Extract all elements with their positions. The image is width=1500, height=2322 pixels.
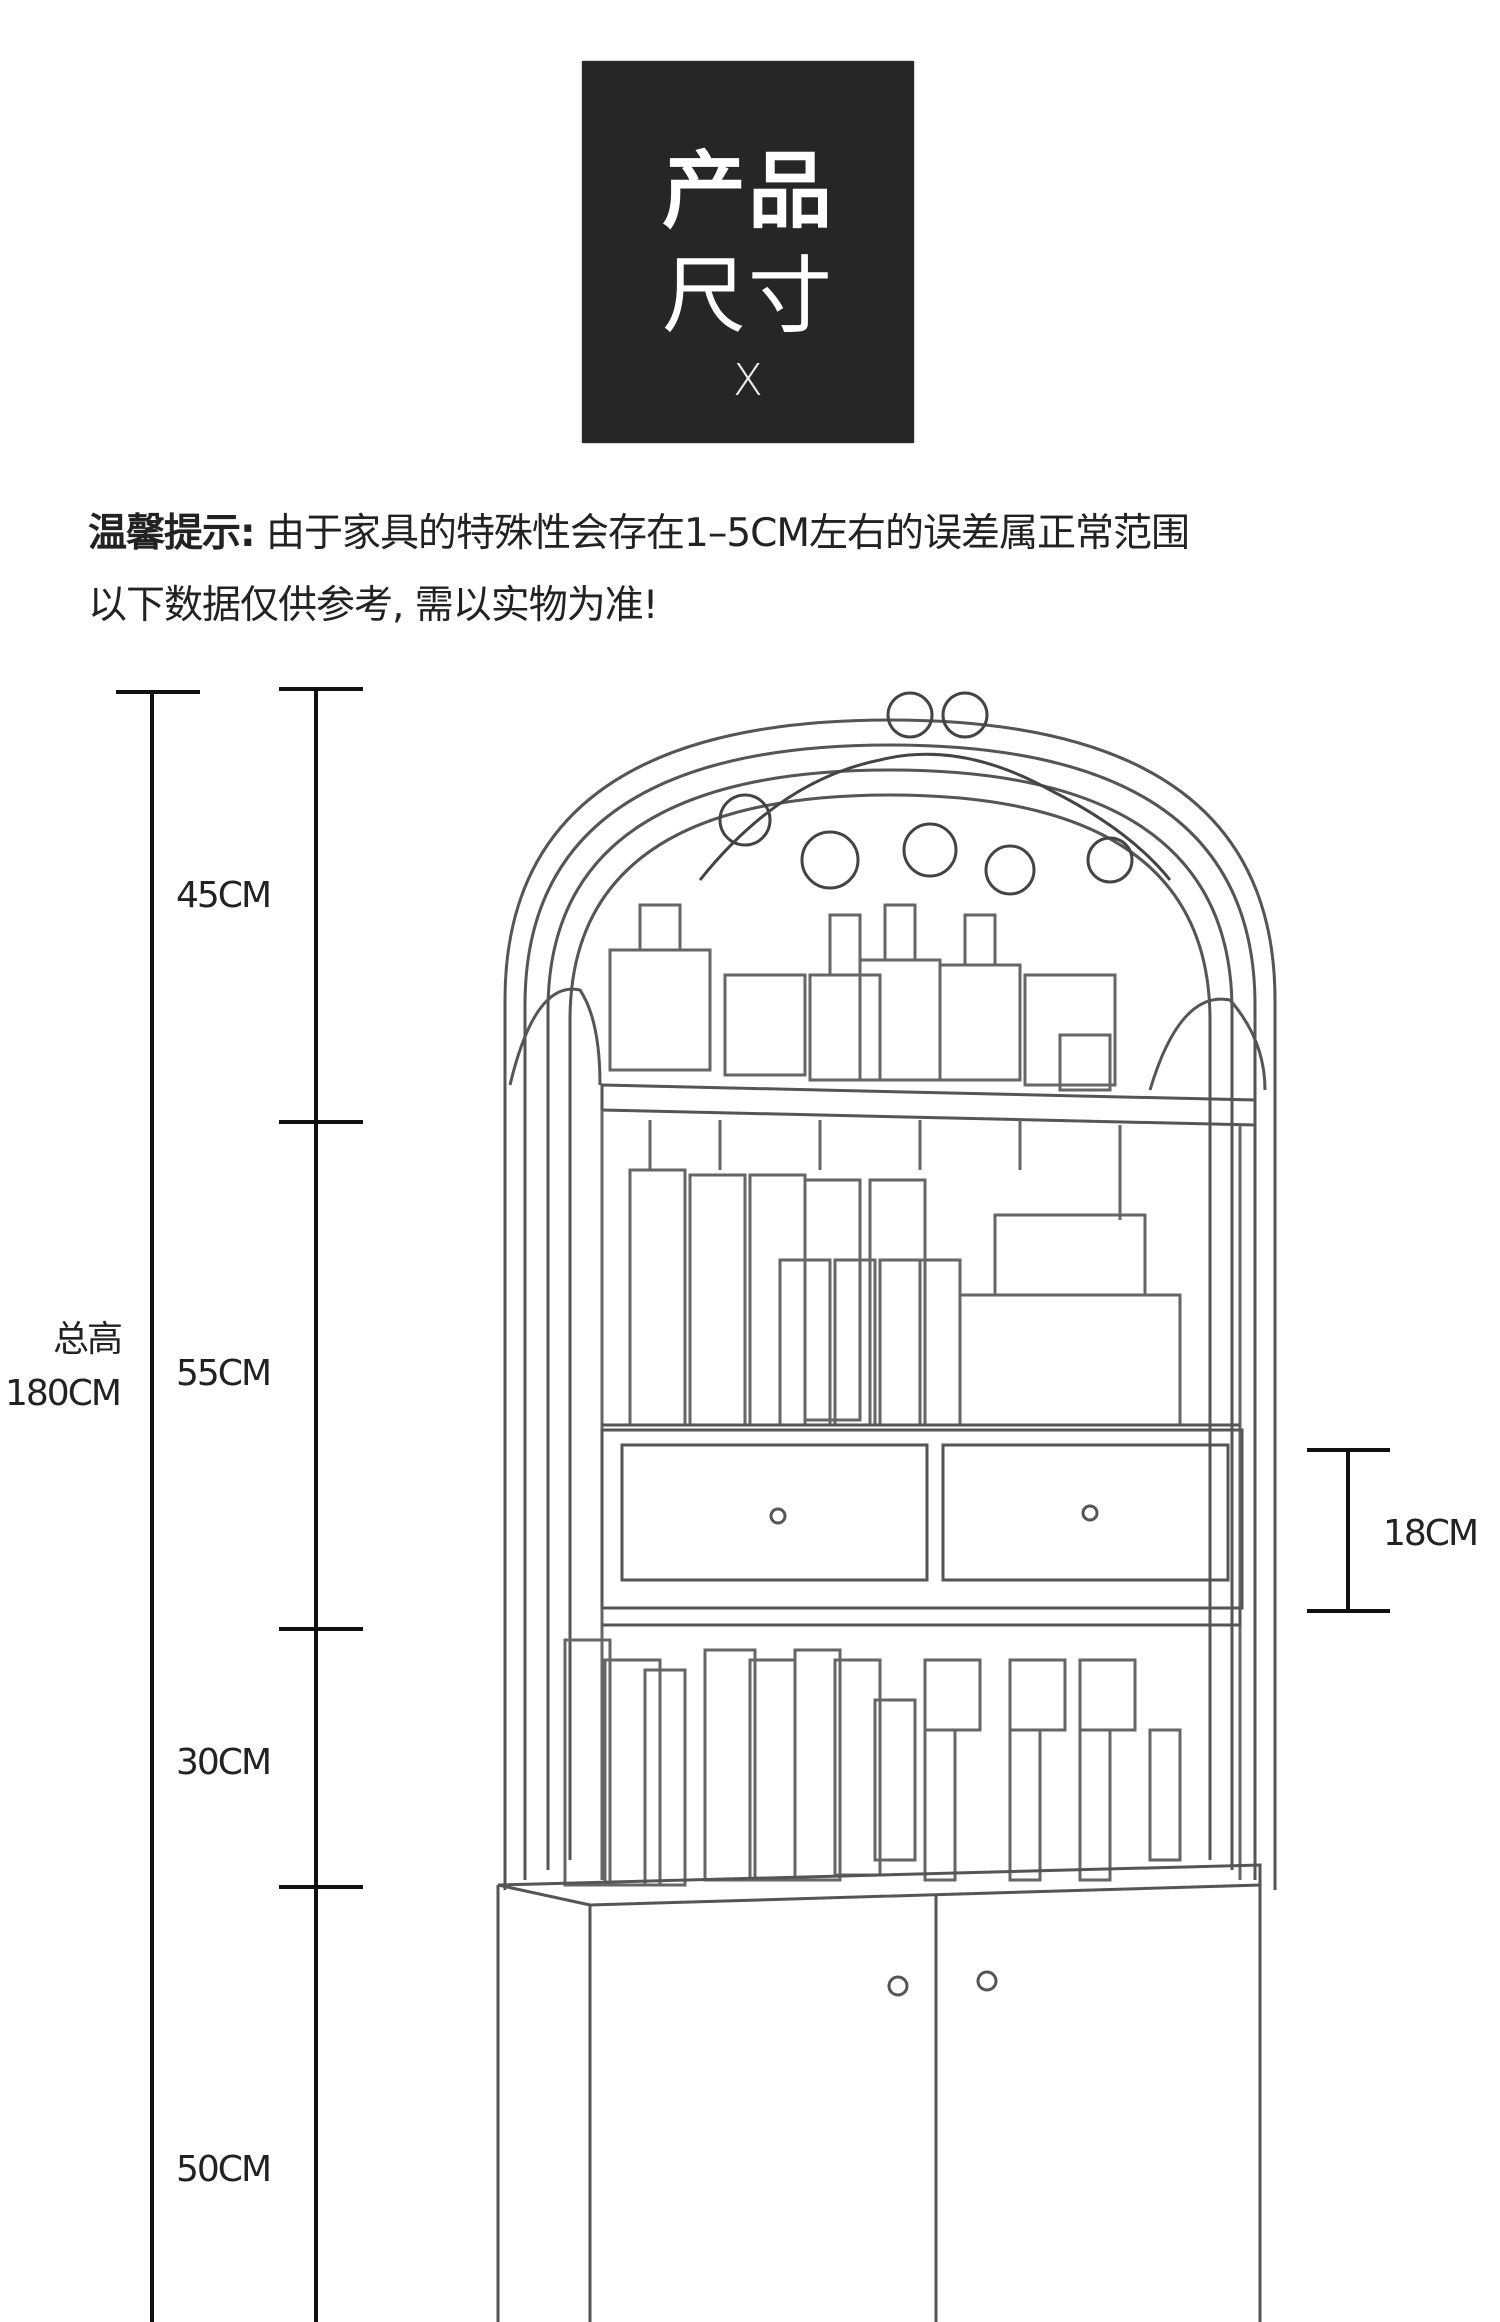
- segment-label-4: 50CM: [176, 2149, 272, 2190]
- drawer-left: [620, 1443, 929, 1582]
- top-products: [608, 903, 1117, 1092]
- drawer-right-knob: [1081, 1504, 1099, 1522]
- title-line-1: 产品: [661, 142, 834, 240]
- total-height-label: 总高: [53, 1319, 123, 1360]
- segment-label-2: 55CM: [176, 1353, 272, 1394]
- lower-shelf-top: [602, 1606, 1242, 1627]
- notice-line-1: 温馨提示: 由于家具的特殊性会存在1–5CM左右的误差属正常范围: [88, 510, 1190, 558]
- lower-products: [563, 1638, 1182, 1887]
- cabinet-left-knob: [887, 1975, 909, 1997]
- shelf-illustration: [496, 691, 1277, 2322]
- drawer-left-knob: [769, 1507, 787, 1525]
- right-side-arch: [1148, 997, 1267, 1091]
- segment-label-3: 30CM: [176, 1742, 272, 1783]
- middle-products: [628, 1168, 1182, 1427]
- segment-label-1: 45CM: [176, 875, 272, 916]
- arch-inner-1: [523, 743, 1257, 1880]
- notice-text-1: 由于家具的特殊性会存在1–5CM左右的误差属正常范围: [254, 511, 1190, 556]
- arch-inner-2: [546, 768, 1234, 1870]
- scroll-ornament: [698, 691, 1172, 896]
- arch-outer: [503, 718, 1277, 1890]
- notice-label: 温馨提示:: [88, 511, 256, 556]
- drawer-height-label: 18CM: [1383, 1513, 1479, 1554]
- cabinet-right-knob: [976, 1970, 998, 1992]
- left-side-arch: [508, 987, 602, 1086]
- title-x-mark: X: [732, 355, 764, 406]
- arch-inner-3: [568, 793, 1212, 1860]
- total-height-value: 180CM: [5, 1373, 122, 1414]
- drawer-right: [941, 1443, 1230, 1582]
- title-line-2: 尺寸: [661, 247, 834, 345]
- notice-line-2: 以下数据仅供参考, 需以实物为准!: [88, 583, 658, 628]
- top-shelf: [600, 1083, 1257, 1127]
- title-box: 产品 尺寸 X: [582, 61, 914, 443]
